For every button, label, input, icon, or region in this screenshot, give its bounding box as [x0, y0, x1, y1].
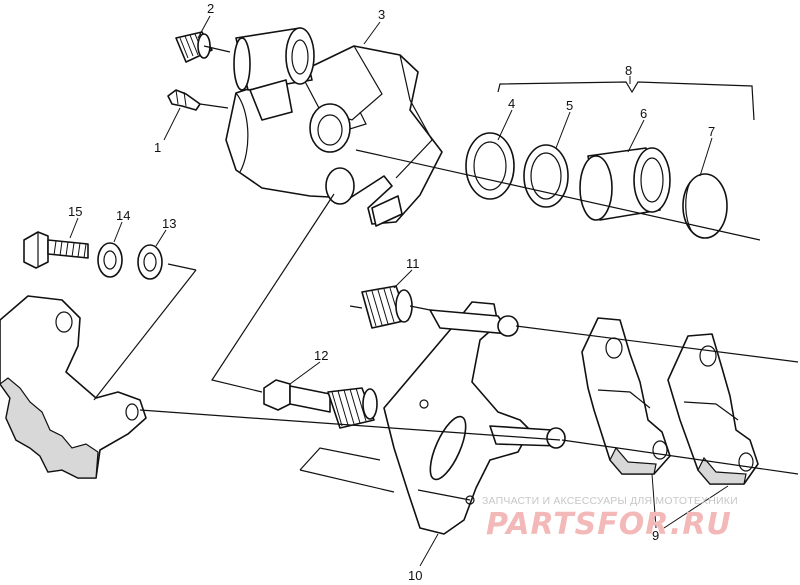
callout-7: 7 — [708, 124, 715, 139]
brake-pad-outer — [667, 333, 759, 485]
seal-ring-5 — [523, 144, 569, 208]
callout-10: 10 — [408, 568, 422, 583]
callout-1: 1 — [154, 140, 161, 155]
brake-pad-inner — [581, 317, 671, 475]
washer-14 — [97, 242, 123, 278]
watermark: ЗАПЧАСТИ И АКСЕССУАРЫ ДЛЯ МОТОТЕХНИКИ PA… — [482, 495, 738, 542]
seal-ring-4 — [465, 132, 515, 200]
callout-12: 12 — [314, 348, 328, 363]
kit-bracket — [497, 81, 755, 121]
guide-pin — [263, 379, 378, 429]
caliper-body — [225, 27, 443, 227]
caliper-bracket — [383, 301, 566, 535]
mounting-bolt — [23, 231, 89, 269]
callout-13: 13 — [162, 216, 176, 231]
callout-5: 5 — [566, 98, 573, 113]
watermark-brand: PARTSFOR.RU — [486, 507, 732, 542]
dust-cap — [682, 173, 728, 239]
callout-9: 9 — [652, 528, 659, 543]
callout-2: 2 — [207, 1, 214, 16]
watermark-caption: ЗАПЧАСТИ И АКСЕССУАРЫ ДЛЯ МОТОТЕХНИКИ — [482, 495, 738, 507]
pin-boot-11 — [361, 285, 413, 329]
callout-4: 4 — [508, 96, 515, 111]
callout-15: 15 — [68, 204, 82, 219]
callout-labels: 1 2 3 4 5 6 7 8 9 10 11 12 13 14 15 — [68, 1, 715, 583]
callout-6: 6 — [640, 106, 647, 121]
piston — [579, 147, 671, 221]
fork-mount — [0, 295, 147, 479]
callout-3: 3 — [378, 7, 385, 22]
bleeder-screw — [167, 89, 201, 111]
assembly-lines — [93, 45, 799, 501]
callout-8: 8 — [625, 63, 632, 78]
callout-11: 11 — [406, 256, 420, 271]
callout-leaders — [69, 15, 729, 567]
callout-14: 14 — [116, 208, 130, 223]
washer-13 — [137, 244, 163, 280]
